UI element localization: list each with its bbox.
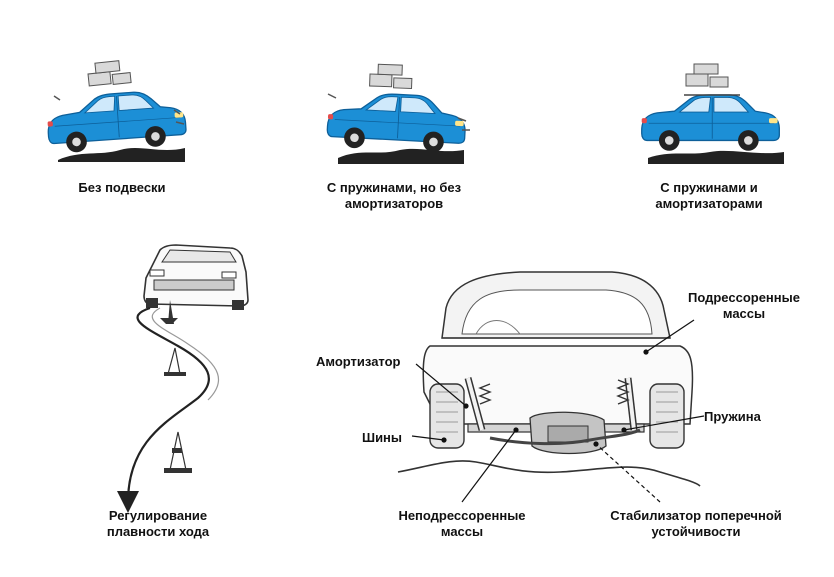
- label-springs-and-shocks: С пружинами и амортизаторами: [655, 180, 763, 211]
- label-unsprung-mass: Неподрессоренные массы: [398, 508, 526, 539]
- label-anti-roll-bar: Стабилизатор поперечной устойчивости: [610, 508, 782, 539]
- label-sprung-mass: Подрессоренные массы: [688, 290, 800, 321]
- label-spring: Пружина: [704, 409, 761, 424]
- handling-slalom-illustration: [117, 244, 249, 513]
- label-leader-lines: [411, 319, 705, 503]
- suspension-rear-view-illustration: [397, 271, 701, 487]
- car-springs-and-shocks-illustration: [641, 63, 784, 164]
- label-ride-comfort: Регулирование плавности хода: [106, 508, 210, 539]
- car-springs-only-illustration: [325, 63, 470, 164]
- label-shock-absorber: Амортизатор: [316, 354, 401, 369]
- label-springs-no-shocks: С пружинами, но без амортизаторов: [326, 180, 462, 211]
- label-no-suspension: Без подвески: [78, 180, 166, 195]
- car-no-suspension-illustration: [45, 59, 188, 162]
- label-tires: Шины: [362, 430, 403, 445]
